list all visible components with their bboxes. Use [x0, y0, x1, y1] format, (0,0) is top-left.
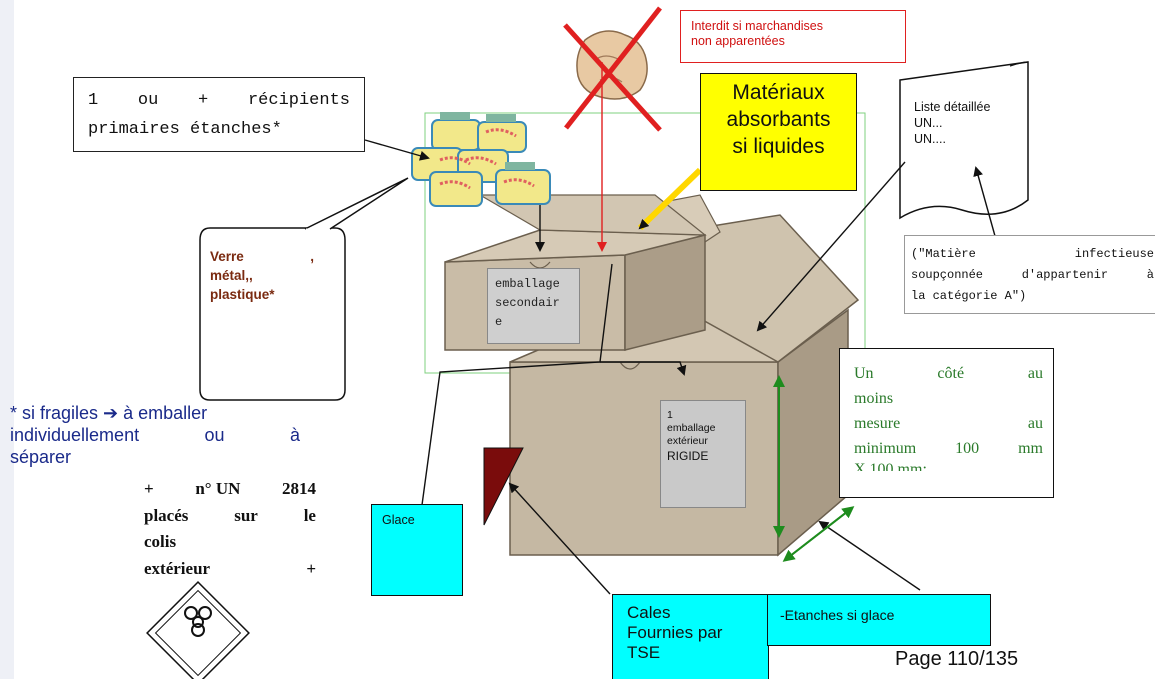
- page-edge-shade: [0, 0, 14, 679]
- primary-containers-icon: [411, 112, 551, 207]
- verre-r1a: Verre: [210, 249, 244, 264]
- secondaire-r1: emballage: [495, 277, 560, 291]
- un-r3: colis: [144, 532, 177, 551]
- verre-r3: plastique*: [210, 287, 275, 302]
- absorbants-label: Matériaux absorbants si liquides: [700, 73, 857, 191]
- uncote-r4b: 100: [955, 440, 980, 457]
- exterieur-r2: emballage: [667, 422, 716, 434]
- glace-text: Glace: [382, 513, 415, 527]
- uncote-r1c: au: [1027, 365, 1043, 382]
- fragile-r2c: à: [289, 425, 300, 445]
- page-number: Page 110/135: [895, 648, 1019, 670]
- uncote-r4c: mm: [1018, 440, 1043, 457]
- cales-r1: Cales: [627, 603, 671, 622]
- fragile-r2a: individuellement: [10, 425, 140, 445]
- emballage-secondaire-label: emballage secondair e: [487, 268, 580, 344]
- fragile-r3: séparer: [10, 447, 72, 467]
- pointer-arrows: [364, 139, 996, 595]
- un-r1a: +: [144, 479, 154, 498]
- uncote-r1a: Un: [854, 365, 874, 382]
- uncote-r3a: mesure: [854, 415, 901, 432]
- absorbants-line3: si liquides: [732, 135, 825, 158]
- cales-label: Cales Fournies par TSE: [612, 594, 769, 679]
- glace-label: Glace: [371, 504, 463, 596]
- un-r2a: placés: [144, 505, 189, 525]
- matiere-r2a: soupçonnée: [911, 268, 984, 282]
- uncote-r4a: minimum: [854, 440, 917, 457]
- interdit-line1: Interdit si marchandises: [691, 19, 824, 33]
- uncote-r1b: côté: [937, 365, 965, 382]
- recipients-text-line2: primaires étanches*: [88, 120, 282, 139]
- un2814-note: + n° UN 2814 placés sur le colis extérie…: [144, 476, 316, 582]
- cales-r3: TSE: [627, 643, 661, 662]
- uncote-r5: X 100 mm;: [854, 461, 927, 471]
- absorbants-line2: absorbants: [726, 108, 831, 131]
- dimension-requirement-label: Un côté au moins mesure au minimum 100 m…: [839, 348, 1054, 498]
- matiere-r1b: infectieuse: [1074, 247, 1154, 261]
- fragile-note: * si fragiles ➔ à emballer individuellem…: [10, 402, 300, 468]
- recipients-text-1: 1: [88, 91, 99, 110]
- exterieur-r4: RIGIDE: [667, 449, 709, 463]
- recipients-text-4: récipients: [247, 91, 350, 110]
- absorbants-arrow: [637, 167, 703, 231]
- liste-line2: UN...: [914, 116, 943, 130]
- uncote-r3b: au: [1027, 415, 1043, 432]
- cales-r2: Fournies par: [627, 623, 723, 642]
- un-r2c: le: [303, 505, 316, 525]
- exterieur-r3: extérieur: [667, 435, 708, 447]
- un-r1c: 2814: [282, 479, 316, 498]
- matiere-r3: la catégorie A"): [911, 289, 1027, 303]
- matiere-infectieuse-label: ("Matière infectieuse soupçonnée d'appar…: [904, 235, 1155, 314]
- speech-bubble: [199, 227, 346, 401]
- liste-line1: Liste détaillée: [914, 100, 991, 114]
- document-icon: [899, 61, 1029, 220]
- biohazard-label-icon: [146, 581, 250, 679]
- exterieur-r1: 1: [667, 409, 673, 421]
- verre-r2: métal,,: [210, 268, 253, 283]
- un-r2b: sur: [234, 505, 258, 525]
- forbidden-item-icon: [563, 6, 662, 132]
- un-r4b: +: [306, 558, 316, 578]
- emballage-exterieur-label: 1 emballage extérieur RIGIDE: [660, 400, 746, 508]
- matiere-r2c: à: [1146, 268, 1154, 282]
- dimension-arrows: [773, 375, 855, 562]
- recipients-text-3: +: [198, 91, 209, 110]
- recipients-text-2: ou: [137, 91, 159, 110]
- liste-detaillee-label: Liste détaillée UN... UN....: [914, 99, 1024, 147]
- secondaire-r3: e: [495, 315, 503, 329]
- verre-r1b: ,: [310, 249, 314, 264]
- uncote-r2: moins: [854, 390, 894, 407]
- etanches-label: -Etanches si glace: [767, 594, 991, 646]
- etanches-text: -Etanches si glace: [780, 607, 895, 623]
- matiere-r1a: ("Matière: [911, 247, 976, 261]
- un-r1b: n° UN: [195, 479, 241, 498]
- primary-recipients-label: 1 ou + récipients primaires étanches*: [73, 77, 365, 152]
- wedge-cale-icon: [483, 447, 524, 526]
- liste-line3: UN....: [914, 132, 946, 146]
- absorbants-line1: Matériaux: [732, 81, 825, 104]
- verre-metal-plastique-label: Verre , métal,, plastique*: [210, 247, 314, 304]
- matiere-r2b: d'appartenir: [1021, 268, 1109, 282]
- fragile-r2b: ou: [204, 425, 225, 445]
- interdit-label: Interdit si marchandises non apparentées: [680, 10, 906, 63]
- interdit-line2: non apparentées: [691, 34, 785, 48]
- secondaire-r2: secondair: [495, 296, 560, 310]
- fragile-r1: * si fragiles ➔ à emballer: [10, 403, 208, 423]
- biohazard-symbol-icon: [184, 606, 212, 637]
- un-r4a: extérieur: [144, 558, 211, 578]
